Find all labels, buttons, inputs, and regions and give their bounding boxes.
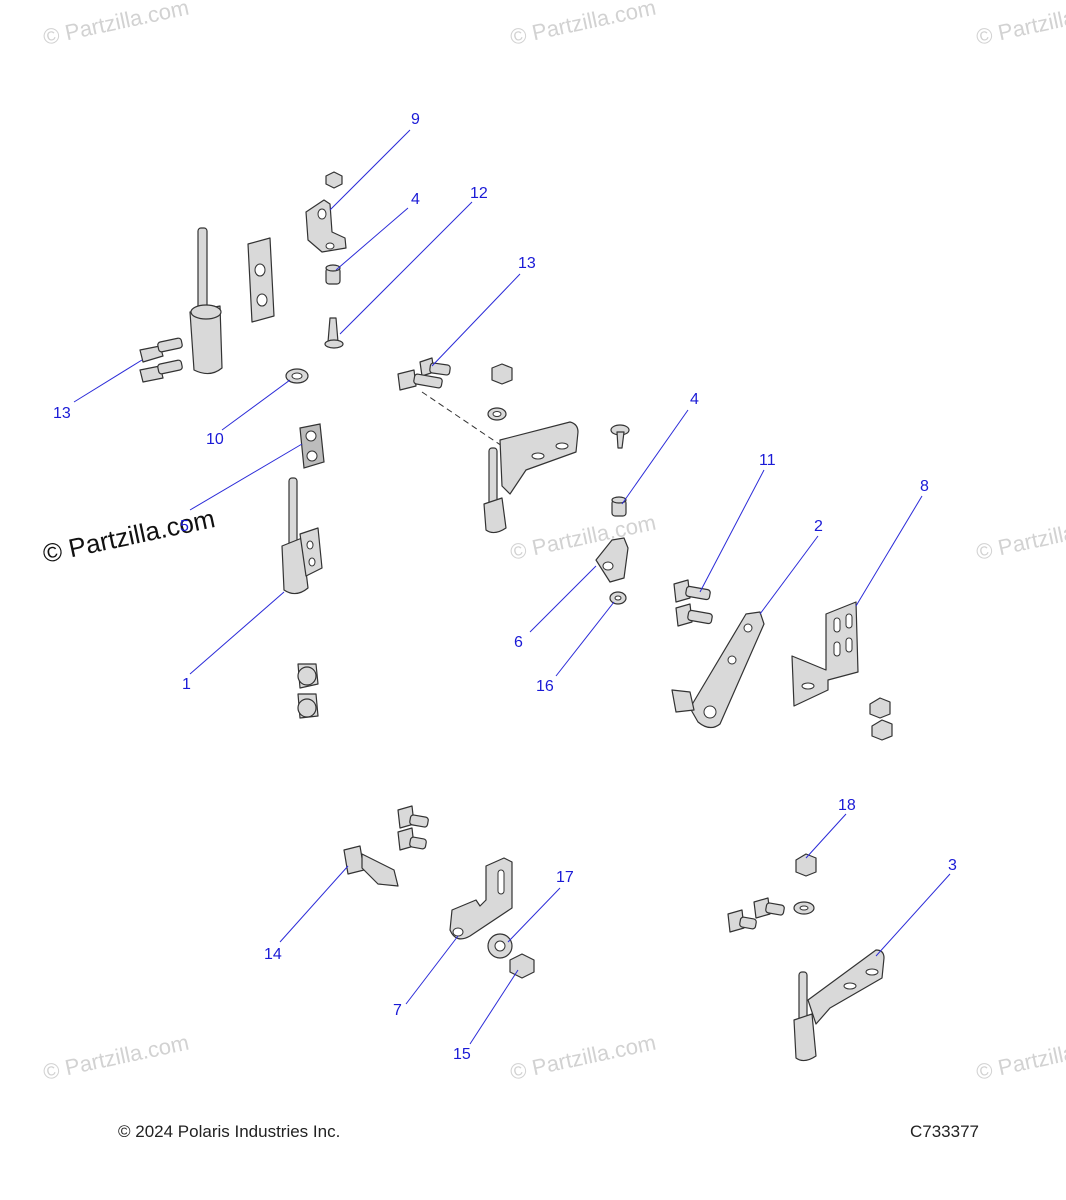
part-bolts-14-top xyxy=(397,805,429,851)
parts xyxy=(139,171,893,1062)
watermark: © Partzilla.com xyxy=(508,0,658,50)
part-bolts-13-left xyxy=(139,337,183,383)
callout-9[interactable]: 9 xyxy=(411,111,420,128)
part-hinge-1 xyxy=(281,477,323,595)
callout-15[interactable]: 15 xyxy=(453,1046,471,1063)
watermark: © Partzilla.com xyxy=(974,0,1066,50)
callout-12[interactable]: 12 xyxy=(470,185,488,202)
part-screw-spacer-4 xyxy=(610,424,630,517)
callout-13[interactable]: 13 xyxy=(53,405,71,422)
part-upper-hinge xyxy=(189,227,223,375)
part-bolts-under-1 xyxy=(297,663,319,719)
watermark: © Partzilla.com xyxy=(508,1030,658,1085)
part-nuts-8 xyxy=(869,697,893,741)
watermark: © Partzilla.com xyxy=(41,0,191,50)
part-nut-18-group xyxy=(727,853,817,933)
part-hinge-3 xyxy=(793,949,885,1062)
part-plate-5 xyxy=(299,423,325,469)
copyright-notice: © 2024 Polaris Industries Inc. xyxy=(118,1122,341,1141)
part-bracket-6 xyxy=(595,537,629,583)
callout-10[interactable]: 10 xyxy=(206,431,224,448)
part-plate-2 xyxy=(671,611,765,729)
callout-4[interactable]: 4 xyxy=(690,391,699,408)
callout-11[interactable]: 11 xyxy=(759,452,776,469)
part-nut-washer-center xyxy=(487,363,513,421)
callout-18[interactable]: 18 xyxy=(838,797,856,814)
part-washer-17-nut-15 xyxy=(487,933,535,979)
part-hinge-plate-upper xyxy=(247,237,275,323)
drawing-id: C733377 xyxy=(910,1122,980,1141)
callout-7[interactable]: 7 xyxy=(393,1002,402,1019)
callout-6[interactable]: 6 xyxy=(514,634,523,651)
callout-13[interactable]: 13 xyxy=(518,255,536,272)
callout-14[interactable]: 14 xyxy=(264,946,282,963)
watermarks: © Partzilla.com © Partzilla.com © Partzi… xyxy=(40,0,1066,1085)
part-bolts-13-center xyxy=(397,357,451,391)
part-nut-16 xyxy=(609,591,627,605)
callout-2[interactable]: 2 xyxy=(814,518,823,535)
part-pin-14 xyxy=(343,845,399,887)
watermark: © Partzilla.com xyxy=(508,510,658,565)
callout-16[interactable]: 16 xyxy=(536,678,554,695)
callout-5[interactable]: 5 xyxy=(180,518,189,535)
callout-8[interactable]: 8 xyxy=(920,478,929,495)
callout-4[interactable]: 4 xyxy=(411,191,420,208)
part-bolts-11 xyxy=(673,579,713,627)
callout-17[interactable]: 17 xyxy=(556,869,574,886)
part-bracket-9 xyxy=(305,171,347,253)
leader-lines xyxy=(73,129,951,1045)
part-washer-10 xyxy=(285,368,309,384)
watermark-prominent: © Partzilla.com xyxy=(40,503,218,569)
callout-labels: 9 4 12 13 13 10 5 4 11 8 2 1 6 16 18 3 1… xyxy=(53,111,957,1063)
part-bracket-7 xyxy=(449,857,513,940)
callout-1[interactable]: 1 xyxy=(182,676,191,693)
part-center-hinge xyxy=(421,391,579,534)
part-screw-12 xyxy=(324,317,344,349)
watermark: © Partzilla.com xyxy=(974,510,1066,565)
watermark: © Partzilla.com xyxy=(41,1030,191,1085)
watermark: © Partzilla.com xyxy=(974,1030,1066,1085)
callout-3[interactable]: 3 xyxy=(948,857,957,874)
part-bracket-8 xyxy=(791,601,859,707)
